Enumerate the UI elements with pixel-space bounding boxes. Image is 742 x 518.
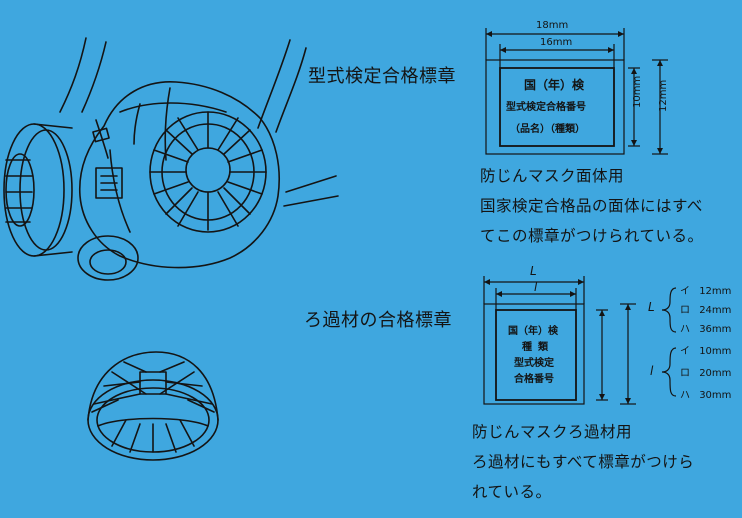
mask-stamp-line3: （品名）（種類） [510, 124, 585, 135]
filter-mark-title: ろ過材の合格標章 [304, 310, 452, 331]
size-l-option: イ 10mm [680, 342, 731, 357]
size-L-kana: イ [680, 286, 690, 297]
mask-stamp-outer [485, 59, 625, 155]
filter-stamp-line3: 型式検定 [514, 358, 554, 369]
mask-stamp-inner [499, 67, 615, 147]
size-L-value: 12mm [699, 286, 732, 297]
exhalation-valve [77, 235, 139, 281]
mask-caption-title: 防じんマスク面体用 [480, 167, 625, 185]
filter-dim-l: l [534, 280, 538, 294]
mask-mark-title: 型式検定合格標章 [308, 66, 456, 87]
filter-stamp-inner [495, 309, 577, 401]
size-l-value: 30mm [699, 390, 732, 401]
filter-cartridge-dome [87, 351, 219, 421]
mask-dim-inner-width: 16mm [540, 37, 573, 48]
filter-caption-title: 防じんマスクろ過材用 [472, 423, 633, 441]
filter-cartridge-rim [87, 379, 219, 461]
size-L-option: イ 12mm [680, 282, 731, 297]
filter-stamp-line1: 国（年）検 [508, 326, 558, 337]
mask-stamp-line1: 国（年）検 [524, 78, 585, 92]
size-l-kana: ロ [680, 368, 690, 379]
head-strap-left-2 [81, 41, 107, 113]
size-l-option: ロ 20mm [680, 364, 731, 379]
head-strap-lower [285, 175, 337, 193]
filter-caption-line2: れている。 [472, 483, 552, 501]
size-L-kana: ハ [680, 324, 690, 335]
mask-stamp-line2: 型式検定合格番号 [506, 102, 586, 113]
size-l-kana: イ [680, 346, 690, 357]
facepiece-body [78, 81, 280, 269]
mask-caption-line1: 国家検定合格品の面体にはすべ [480, 197, 703, 215]
size-L-value: 36mm [699, 324, 732, 335]
filter-stamp-outer [483, 303, 585, 405]
filter-caption-line1: ろ過材にもすべて標章がつけら [472, 453, 695, 471]
size-L-kana: ロ [680, 305, 690, 316]
size-L-option: ハ 36mm [680, 320, 731, 335]
head-strap-left [59, 37, 87, 113]
mask-caption-line2: てこの標章がつけられている。 [480, 227, 704, 245]
size-l-symbol: l [650, 364, 654, 378]
size-L-value: 24mm [699, 305, 732, 316]
filter-stamp-line2: 種類 [522, 342, 554, 353]
head-strap-lower-2 [283, 195, 339, 207]
head-strap-right-2 [275, 47, 307, 133]
size-l-value: 10mm [699, 346, 732, 357]
size-L-brace [661, 287, 677, 333]
size-L-option: ロ 24mm [680, 301, 731, 316]
filter-stamp-line4: 合格番号 [514, 374, 554, 385]
size-l-kana: ハ [680, 390, 690, 401]
size-l-value: 20mm [699, 368, 732, 379]
size-l-option: ハ 30mm [680, 386, 731, 401]
label-plate [95, 167, 123, 199]
size-L-symbol: L [648, 300, 655, 314]
size-l-brace [661, 347, 677, 397]
filter-dim-L: L [530, 264, 537, 278]
mask-dim-outer-width: 18mm [536, 20, 569, 31]
